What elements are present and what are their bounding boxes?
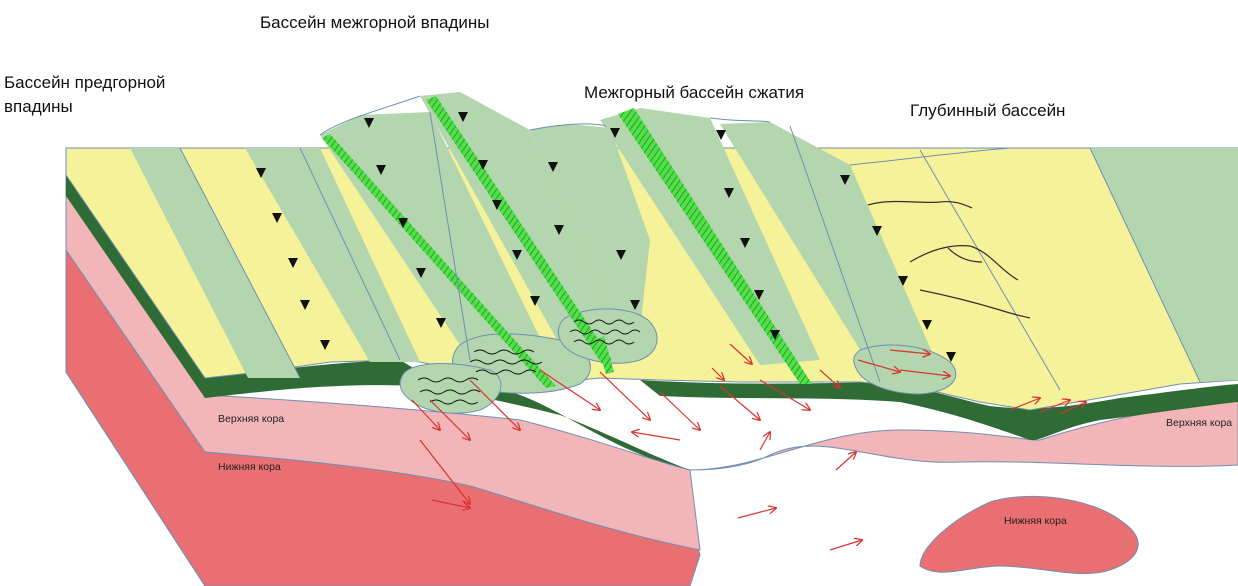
label-deep-basin: Глубинный бассейн — [910, 101, 1065, 120]
arrow — [632, 432, 680, 440]
arrow — [760, 432, 770, 450]
label-intermontane-depression-basin: Бассейн межгорной впадины — [260, 13, 490, 32]
lower-crust-body — [920, 496, 1138, 573]
label-lower-crust-left: Нижняя кора — [218, 461, 281, 473]
label-foreland-basin-line1: Бассейн предгорной — [4, 73, 165, 92]
label-compressional-basin: Межгорный бассейн сжатия — [584, 83, 804, 102]
label-lower-crust-right: Нижняя кора — [1004, 515, 1067, 527]
arrow — [830, 540, 862, 550]
arrow — [738, 508, 776, 518]
arrow — [660, 392, 700, 430]
arrow — [836, 452, 856, 470]
label-upper-crust-left: Верхняя кора — [218, 413, 284, 425]
label-upper-crust-right: Верхняя кора — [1166, 417, 1232, 429]
label-foreland-basin-line2: впадины — [4, 97, 73, 116]
